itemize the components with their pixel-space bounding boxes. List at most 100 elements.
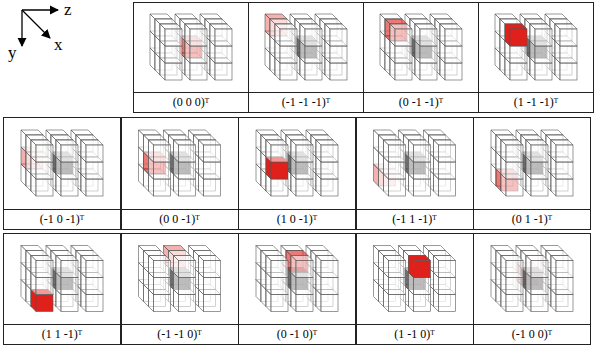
voxel-cube	[160, 24, 182, 46]
cube-side	[379, 251, 384, 273]
voxel-cube	[501, 140, 523, 162]
cube-front	[154, 179, 171, 196]
voxel-cube	[275, 24, 297, 46]
cube-side	[150, 14, 155, 36]
cube-front	[414, 179, 431, 196]
cube-side	[551, 256, 556, 278]
voxel-cube	[210, 24, 232, 46]
cube-side	[31, 256, 36, 278]
cube-side	[491, 246, 496, 268]
cube-side	[415, 24, 420, 46]
cube-side	[495, 14, 500, 36]
voxel-cube	[551, 256, 573, 278]
cube-side	[31, 140, 36, 162]
cube-front	[389, 162, 406, 179]
cube-front	[154, 295, 171, 312]
voxel-cube	[81, 256, 103, 278]
voxel-cube	[316, 256, 338, 278]
voxel-cube	[325, 24, 347, 46]
cube-front	[204, 295, 221, 312]
cube-side	[440, 24, 445, 46]
cube-front	[535, 63, 552, 80]
offset-vector: (1 0 -1)ᵀ	[239, 209, 355, 229]
cube-side	[385, 19, 390, 41]
cube-front	[556, 278, 573, 295]
cube-front	[535, 29, 552, 46]
cube-side	[270, 19, 275, 41]
cube-front	[280, 46, 297, 63]
cube-front	[439, 261, 456, 278]
cube-front	[61, 295, 78, 312]
cube-side	[199, 140, 204, 162]
cube-front	[86, 295, 103, 312]
cube-front	[506, 179, 523, 196]
voxel-cube	[149, 140, 171, 162]
cube-front	[179, 179, 196, 196]
offset-panel: (0 1 -1)ᵀ	[473, 117, 591, 230]
cube-front	[305, 63, 322, 80]
cube-front	[154, 261, 171, 278]
voxel-cube	[551, 140, 573, 162]
axis-label: x	[54, 36, 63, 53]
cube-front	[531, 179, 548, 196]
cube-front	[506, 162, 523, 179]
voxel-cube	[291, 140, 313, 162]
cube-side	[374, 246, 379, 268]
cube-front	[296, 179, 313, 196]
cube-front	[531, 145, 548, 162]
offset-panel: (-1 -1 -1)ᵀ	[248, 2, 364, 113]
cube-front	[36, 179, 53, 196]
cube-front	[296, 295, 313, 312]
cube-side	[21, 130, 26, 152]
cube-side	[266, 256, 271, 278]
cube-front	[296, 278, 313, 295]
cube-front	[556, 261, 573, 278]
voxel-cube	[81, 140, 103, 162]
cube-front	[439, 295, 456, 312]
cube-side	[56, 256, 61, 278]
voxel-grid	[374, 246, 456, 312]
offset-vector: (-1 0 -1)ᵀ	[4, 209, 120, 229]
cube-front	[556, 295, 573, 312]
voxel-cube	[174, 140, 196, 162]
cube-front	[36, 278, 53, 295]
voxel-cube	[56, 140, 78, 162]
cube-side	[174, 256, 179, 278]
offset-vector: (1 -1 -1)ᵀ	[479, 92, 593, 112]
cube-front	[165, 29, 182, 46]
cube-front	[531, 278, 548, 295]
cube-side	[526, 256, 531, 278]
voxel-grid	[150, 14, 232, 80]
voxel-cube	[555, 24, 577, 46]
voxel-cube	[266, 256, 288, 278]
cube-front	[506, 295, 523, 312]
voxel-cube	[266, 140, 288, 162]
voxel-grid	[21, 130, 103, 196]
cube-front	[420, 29, 437, 46]
voxel-cube	[415, 24, 437, 46]
cube-side	[149, 140, 154, 162]
voxel-cube	[384, 140, 406, 162]
cube-side	[265, 14, 270, 36]
axis-label: z	[64, 1, 72, 18]
cube-side	[199, 256, 204, 278]
cube-side	[291, 140, 296, 162]
cube-side	[500, 19, 505, 41]
cube-side	[149, 256, 154, 278]
voxel-cube	[390, 24, 412, 46]
cube-side	[185, 24, 190, 46]
offset-panel: (1 0 -1)ᵀ	[238, 117, 356, 230]
offset-panel: (1 -1 -1)ᵀ	[478, 2, 594, 113]
cube-front	[560, 63, 577, 80]
voxel-grid	[139, 246, 221, 312]
cube-side	[160, 24, 165, 46]
cube-side	[501, 140, 506, 162]
cube-front	[179, 145, 196, 162]
cube-front	[165, 63, 182, 80]
voxel-grid	[495, 14, 577, 80]
cube-side	[496, 251, 501, 273]
cube-front	[296, 261, 313, 278]
cube-front	[179, 261, 196, 278]
cube-side	[316, 256, 321, 278]
cube-front	[560, 29, 577, 46]
